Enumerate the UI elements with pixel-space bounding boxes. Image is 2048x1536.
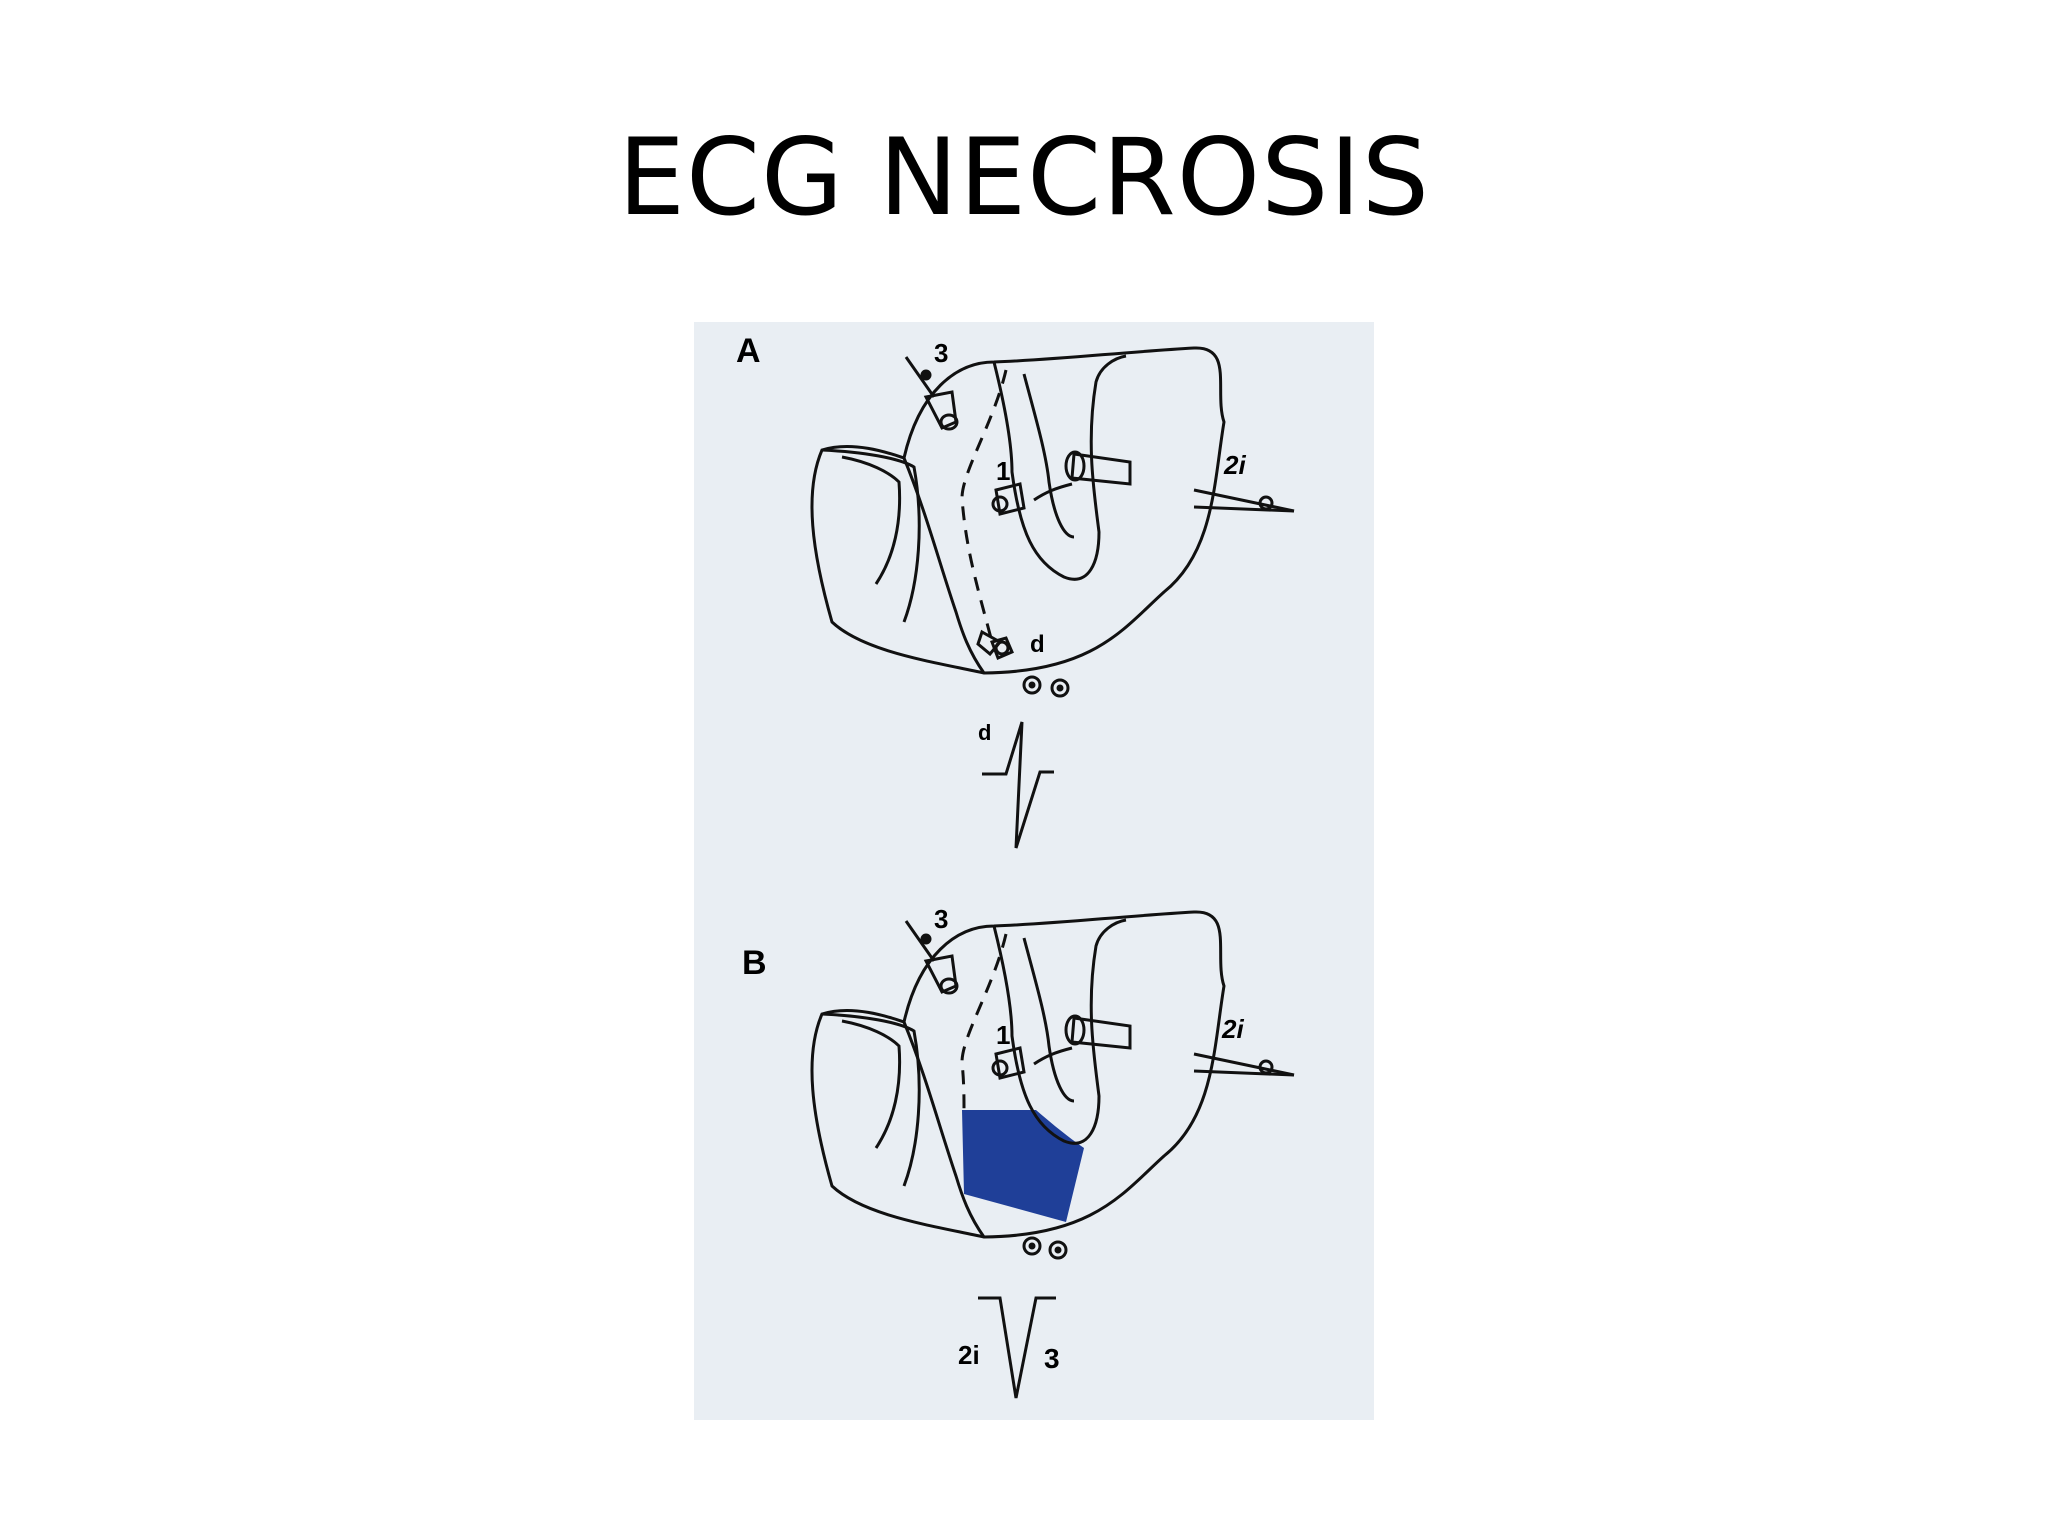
heart-outline-b <box>810 910 1226 1239</box>
label-a-1: 1 <box>996 456 1010 486</box>
dashed-vector-a <box>960 369 1008 643</box>
panel-b <box>810 910 1295 1399</box>
left-cavity-a <box>821 448 921 623</box>
panel-letter-a: A <box>736 332 761 370</box>
label-b-2i: 2i <box>1221 1014 1244 1044</box>
figure-background <box>694 322 1374 1420</box>
ecg-trace-b <box>978 1296 1056 1399</box>
ecg-label-a-d: d <box>978 720 991 745</box>
slide-title: ECG NECROSIS <box>617 116 1431 239</box>
necrosis-area <box>962 1110 1084 1222</box>
septum-a <box>902 457 986 674</box>
ecg-trace-a <box>982 721 1054 849</box>
ecg-necrosis-figure: A 3 1 2i d d <box>694 322 1374 1420</box>
label-b-1: 1 <box>996 1020 1010 1050</box>
label-a-d: d <box>1030 631 1045 658</box>
ecg-label-b-3: 3 <box>1044 1343 1060 1374</box>
heart-outline-a <box>810 346 1226 675</box>
label-a-3: 3 <box>934 338 948 368</box>
figure-drawing: A 3 1 2i d d <box>694 322 1374 1420</box>
panel-letter-b: B <box>742 944 767 982</box>
label-b-3: 3 <box>934 904 948 934</box>
ecg-label-b-2i: 2i <box>958 1340 980 1370</box>
panel-a <box>810 346 1295 849</box>
label-a-2i: 2i <box>1223 450 1246 480</box>
